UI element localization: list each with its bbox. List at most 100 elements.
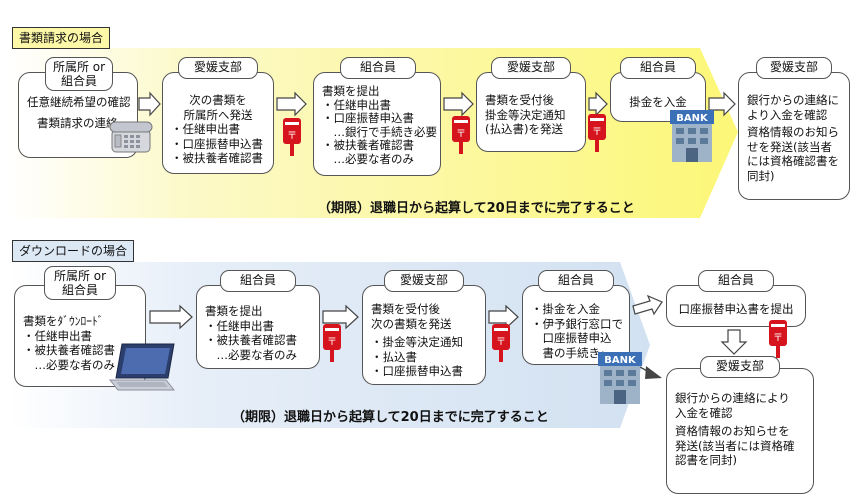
s1-node4-line0: 書類を受付後	[485, 93, 554, 107]
s2-deadline: （期限）退職日から起算して20日までに完了すること	[232, 410, 549, 425]
postbox-icon: 〒	[492, 324, 510, 362]
s2-node5-line0: 口座振替申込書を提出	[678, 302, 794, 316]
postbox-symbol: 〒	[773, 333, 783, 344]
s2-node2-header: 組合員	[220, 270, 296, 292]
s2-node4-header: 組合員	[538, 270, 614, 292]
postbox-symbol: 〒	[327, 337, 337, 348]
s2-arrow-1	[149, 304, 193, 330]
s2-node2-line1: ・任継申出書	[205, 318, 274, 333]
s2-node1-line1: ・任継申出書	[23, 328, 92, 343]
s1-node6-header: 愛媛支部	[756, 57, 832, 79]
s2-node4-line3: 書の手続き	[531, 345, 600, 360]
s1-node6-line1: より入金を確認	[747, 107, 828, 122]
s2-node1-line0: 書類をﾀﾞｳﾝﾛｰﾄﾞ	[23, 314, 104, 328]
s2-node3-header: 愛媛支部	[384, 270, 464, 292]
s2-node2-line0: 書類を提出	[205, 304, 263, 318]
s1-node3-line2: ・口座振替申込書	[322, 111, 414, 125]
s1-node2-line0: 次の書類を	[189, 93, 247, 107]
s2-arrow-4	[632, 294, 663, 316]
s1-node3-line4: ・被扶養者確認書	[322, 138, 414, 152]
s1-node3-line5: …必要な者のみ	[322, 151, 414, 166]
postbox-icon: 〒	[283, 118, 301, 156]
s2-node2-line2: ・被扶養者確認書	[205, 333, 297, 347]
s2-node1-body: 書類をﾀﾞｳﾝﾛｰﾄﾞ ・任継申出書 ・被扶養者確認書 …必要な者のみ	[14, 285, 146, 387]
s1-node4-line1: 掛金等決定通知	[485, 107, 566, 122]
postbox-icon: 〒	[769, 320, 787, 358]
s2-arrow-5	[720, 329, 748, 355]
s1-node4-header: 愛媛支部	[491, 57, 571, 79]
s2-node2-body: 書類を提出 ・任継申出書 ・被扶養者確認書 …必要な者のみ	[196, 285, 320, 369]
s2-node4-line2: 口座振替申込	[531, 331, 612, 345]
postbox-symbol: 〒	[496, 337, 506, 348]
s2-arrow-6-head	[645, 366, 662, 379]
s2-node6-line3: 発送(該当者には資格確	[675, 438, 795, 453]
s2-arrow-3	[488, 304, 519, 330]
s1-node2-body: 次の書類を 所属所へ発送 ・任継申出書 ・口座振替申込書 ・被扶養者確認書	[162, 72, 274, 174]
s1-node6-line2: 資格情報のお知ら	[747, 125, 839, 139]
s2-node1-line2: ・被扶養者確認書	[23, 343, 115, 357]
s1-arrow-1	[138, 91, 161, 117]
postbox-icon: 〒	[323, 324, 341, 362]
s2-node3-line1: 次の書類を発送	[371, 316, 452, 331]
laptop-icon	[108, 343, 176, 391]
postbox-symbol: 〒	[287, 131, 297, 142]
bank-sign: BANK	[604, 355, 637, 366]
bank-sign: BANK	[676, 113, 709, 124]
section2-label: ダウンロードの場合	[12, 240, 135, 262]
s1-node2-line3: ・口座振替申込書	[171, 136, 263, 151]
s1-node5-line0: 掛金を入金	[629, 95, 687, 109]
s1-node2-line1: 所属所へ発送	[183, 107, 253, 122]
s1-node6-line4: には資格確認書を	[747, 154, 839, 168]
s2-node6-line0: 銀行からの連絡により	[675, 391, 790, 405]
s1-node2-line4: ・被扶養者確認書	[171, 151, 263, 165]
s1-node4-line2: (払込書)を発送	[485, 122, 563, 136]
s2-node6-line4: 認書を同封)	[675, 453, 737, 467]
s2-node4-line1: ・伊予銀行窓口で	[531, 316, 623, 331]
s1-node4-body: 書類を受付後 掛金等決定通知 (払込書)を発送	[476, 72, 586, 152]
s1-node1-header: 所属所 or 組合員	[45, 57, 113, 91]
s2-node6-header: 愛媛支部	[700, 356, 780, 378]
s2-node3-line3: ・払込書	[371, 349, 417, 364]
s1-node3-line1: ・任継申出書	[322, 97, 391, 112]
s1-node6-line5: 同封)	[747, 168, 775, 183]
s1-node6-line0: 銀行からの連絡に	[747, 93, 839, 107]
s1-node2-line2: ・任継申出書	[171, 122, 240, 136]
s2-node5-header: 組合員	[698, 270, 774, 292]
postbox-icon: 〒	[588, 114, 606, 152]
s2-node1-header: 所属所 or 組合員	[44, 266, 116, 300]
s1-node5-header: 組合員	[620, 57, 696, 79]
s2-node4-line0: ・掛金を入金	[531, 302, 600, 316]
s1-node1-line0: 任意継続希望の確認	[27, 95, 131, 109]
s1-node6-line3: せを発送(該当者	[747, 139, 832, 154]
s1-node2-header: 愛媛支部	[178, 57, 258, 79]
bank-icon: BANK	[670, 110, 714, 162]
s1-node3-body: 書類を提出 ・任継申出書 ・口座振替申込書 …銀行で手続き必要 ・被扶養者確認書…	[313, 72, 441, 176]
s1-node6-body: 銀行からの連絡に より入金を確認 資格情報のお知ら せを発送(該当者 には資格確…	[738, 72, 850, 200]
s2-node2-line3: …必要な者のみ	[205, 347, 297, 362]
s1-arrow-4	[588, 91, 608, 117]
s2-node3-line0: 書類を受付後	[371, 302, 440, 316]
s2-node1-line3: …必要な者のみ	[23, 357, 115, 372]
postbox-symbol: 〒	[456, 129, 466, 140]
s1-node1-line1: 書類請求の連絡	[37, 115, 118, 130]
s1-node3-line3: …銀行で手続き必要	[322, 124, 437, 139]
s1-arrow-2	[276, 91, 307, 117]
s2-node3-line2: ・掛金等決定通知	[371, 335, 463, 349]
s2-node4-body: ・掛金を入金 ・伊予銀行窓口で 口座振替申込 書の手続き	[522, 285, 630, 365]
s2-node6-line1: 入金を確認	[675, 405, 733, 420]
s2-node6-body: 銀行からの連絡により 入金を確認 資格情報のお知らせを 発送(該当者には資格確 …	[666, 368, 814, 494]
s2-arrow-2	[322, 304, 359, 330]
s1-node3-header: 組合員	[340, 57, 416, 79]
section1-label: 書類請求の場合	[12, 27, 111, 49]
s2-node6-line2: 資格情報のお知らせを	[675, 424, 790, 438]
s2-node3-body: 書類を受付後 次の書類を発送 ・掛金等決定通知 ・払込書 ・口座振替申込書	[362, 285, 486, 385]
s1-deadline: （期限）退職日から起算して20日までに完了すること	[318, 201, 635, 216]
telephone-icon	[109, 121, 153, 153]
bank-icon: BANK	[598, 352, 642, 404]
postbox-icon: 〒	[452, 116, 470, 154]
s1-node3-line0: 書類を提出	[322, 84, 380, 98]
s2-node3-line4: ・口座振替申込書	[371, 364, 463, 378]
s1-arrow-3	[443, 91, 474, 117]
postbox-symbol: 〒	[592, 127, 602, 138]
